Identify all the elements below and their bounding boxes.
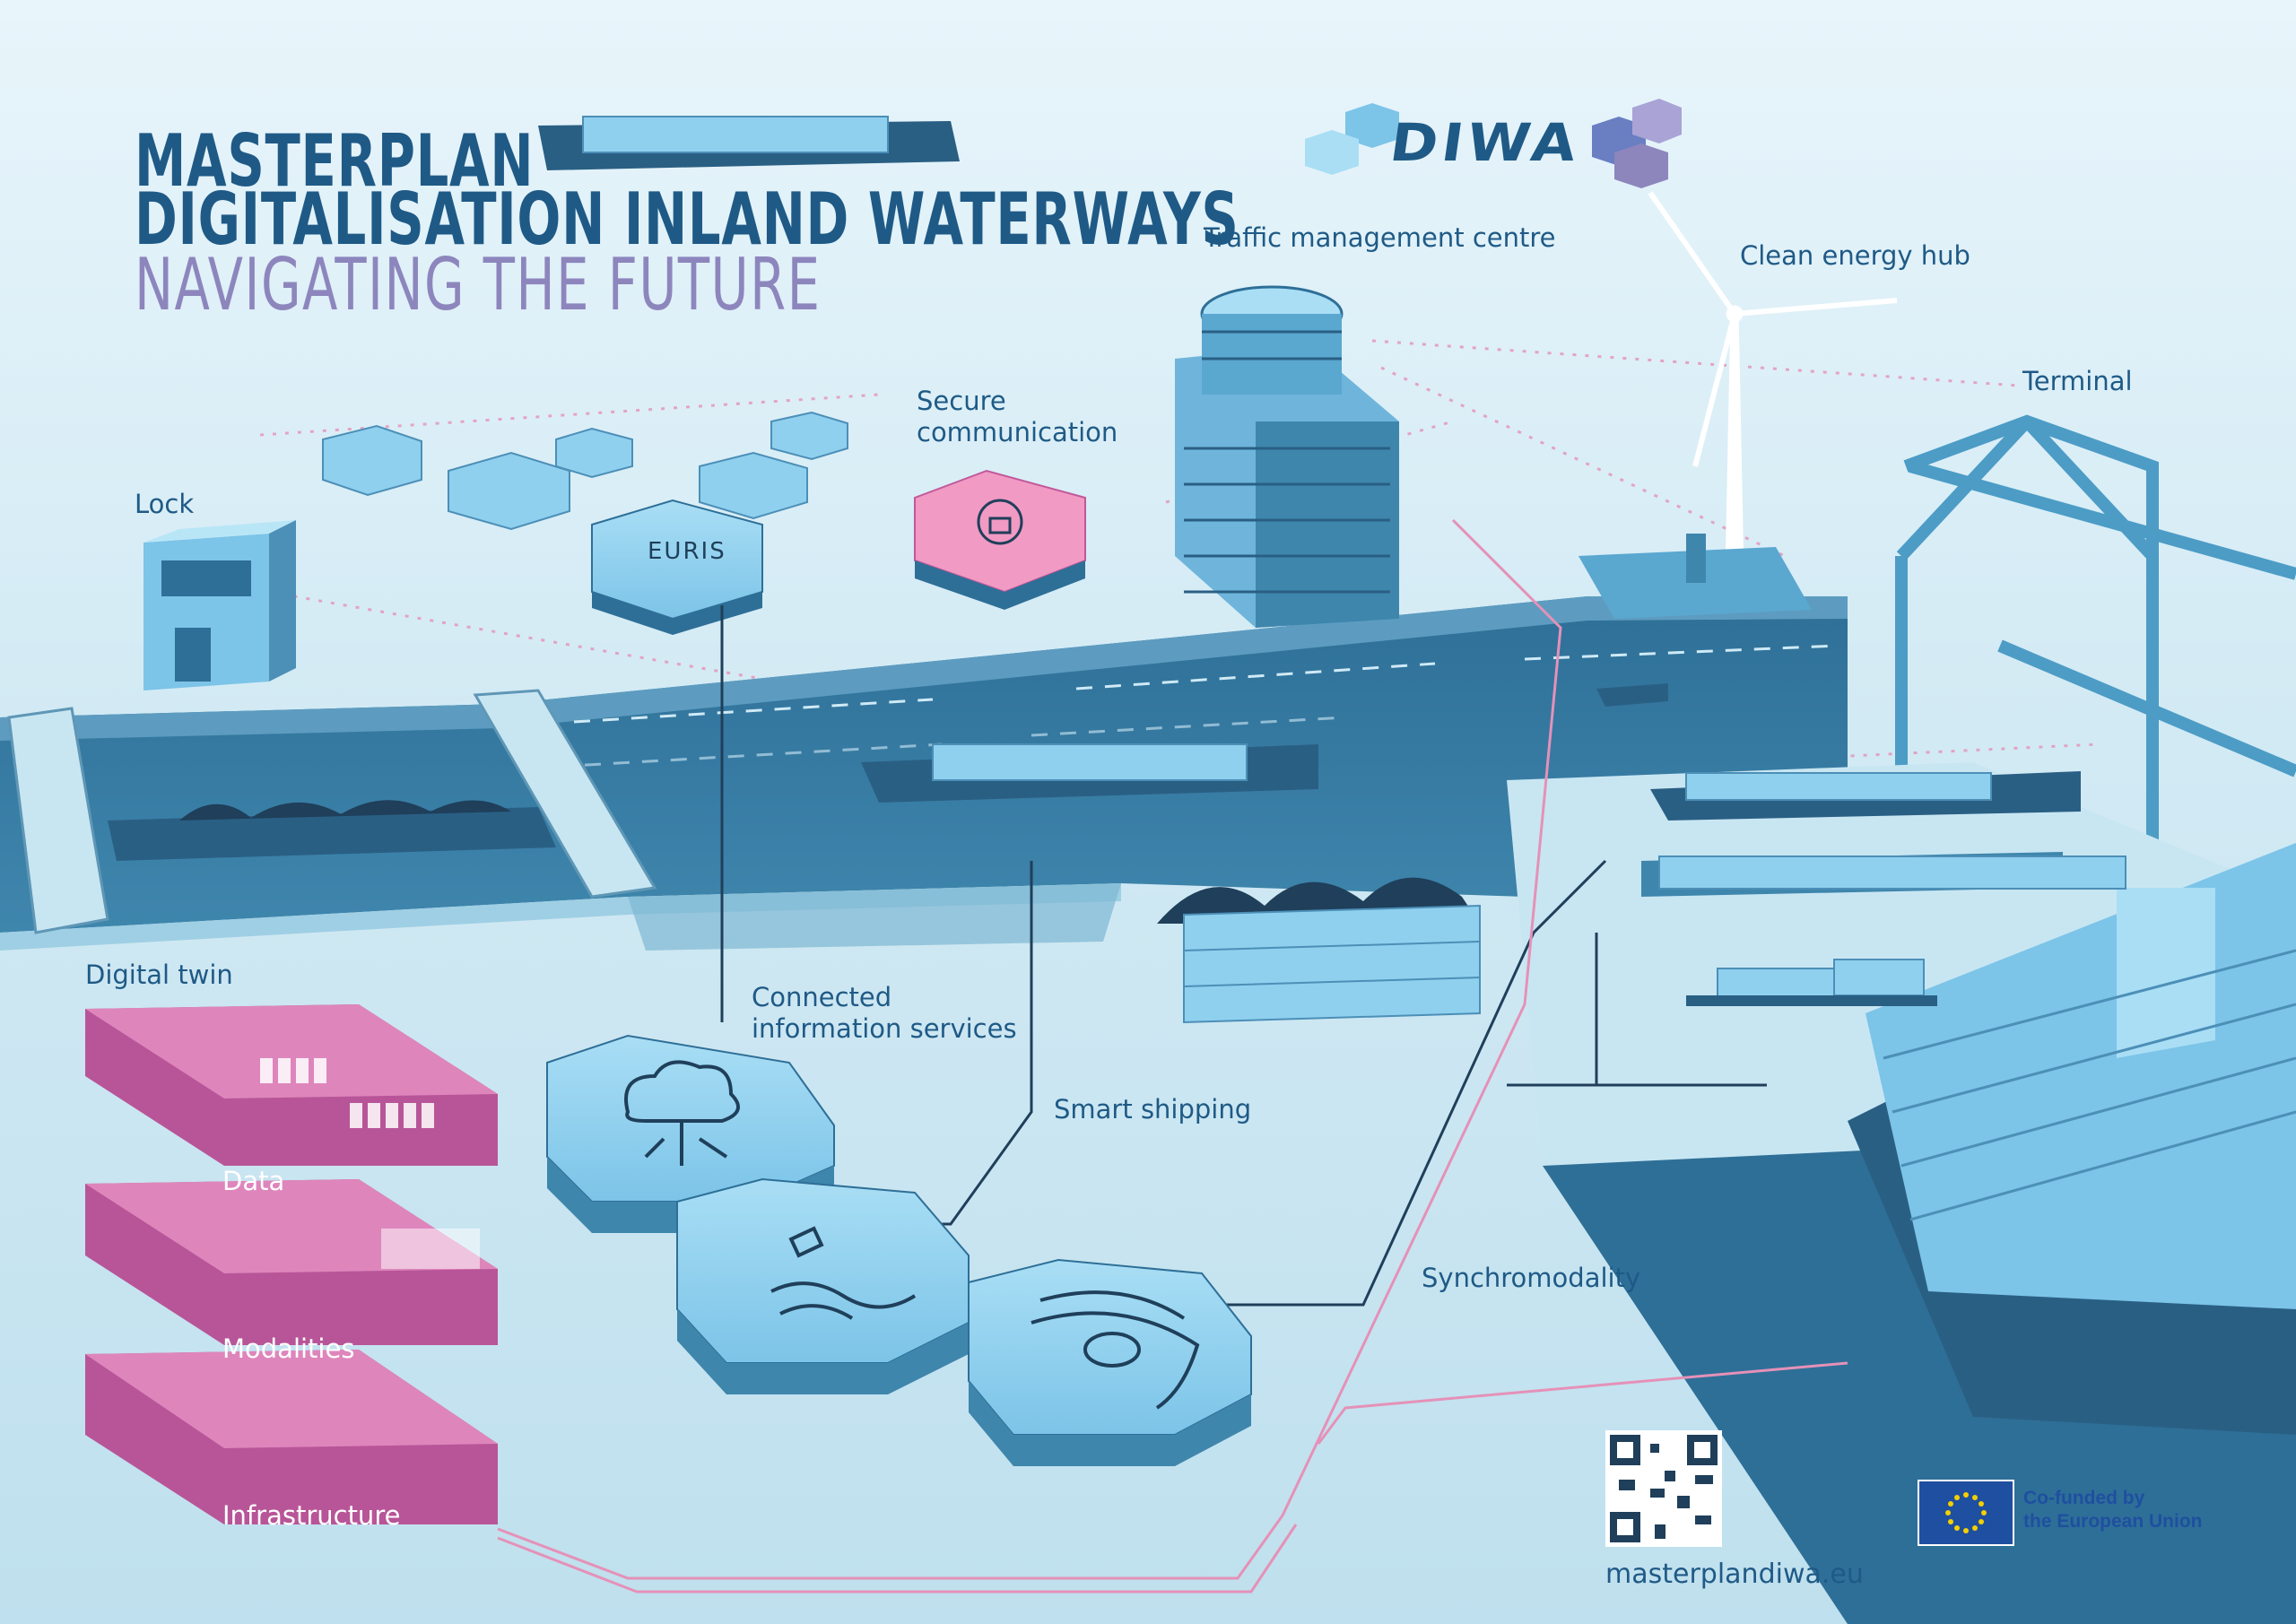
eu-funding-line-2: the European Union xyxy=(2023,1511,2203,1532)
layer-label-infrastructure: Infrastructure xyxy=(222,1500,401,1531)
synchromodality-rail-icon xyxy=(1031,1290,1200,1410)
label-secure-communication-2: communication xyxy=(917,417,1118,447)
container-ship xyxy=(1848,843,2296,1435)
eu-funding-line-1: Co-funded by xyxy=(2023,1488,2145,1508)
traffic-management-building xyxy=(1175,285,1399,628)
label-synchromodality: Synchromodality xyxy=(1422,1263,1641,1293)
label-terminal: Terminal xyxy=(2022,366,2133,396)
eu-funding-text: Co-funded by the European Union xyxy=(2023,1487,2203,1533)
info-tiles xyxy=(322,411,848,531)
pink-route-lines xyxy=(497,518,1848,1594)
label-lock: Lock xyxy=(135,489,195,519)
label-traffic-management-centre: Traffic management centre xyxy=(1204,222,1556,253)
eu-flag-icon xyxy=(1918,1480,2014,1546)
diwa-logo-hexes xyxy=(1305,99,1682,188)
label-digital-twin: Digital twin xyxy=(85,960,233,990)
service-hexes xyxy=(546,1034,1252,1466)
container-stockyard xyxy=(1157,877,1481,1024)
euris-tile xyxy=(591,499,763,635)
subtitle: NAVIGATING THE FUTURE xyxy=(135,243,822,326)
digital-twin-stack xyxy=(85,1004,498,1524)
lock-building xyxy=(144,520,296,690)
secure-communication-tile xyxy=(914,469,1086,610)
eu-funding-badge: Co-funded by the European Union xyxy=(1918,1480,2222,1546)
layer-label-modalities: Modalities xyxy=(222,1333,355,1364)
train-and-truck xyxy=(1658,855,2126,1006)
label-connected-information-1: Connected xyxy=(752,982,892,1012)
title-line-1: MASTERPLAN xyxy=(135,119,535,203)
cloud-network-icon xyxy=(624,1060,740,1166)
qr-code-icon xyxy=(1605,1430,1722,1547)
euris-label: EURIS xyxy=(648,538,726,565)
satellite-wave-icon xyxy=(770,1226,917,1320)
wind-turbine xyxy=(1578,191,1898,619)
website-link[interactable]: masterplandiwa.eu xyxy=(1605,1559,1864,1590)
label-smart-shipping: Smart shipping xyxy=(1054,1094,1252,1125)
layer-label-data: Data xyxy=(222,1166,285,1196)
label-connected-information-2: information services xyxy=(752,1013,1017,1044)
label-secure-communication-1: Secure xyxy=(917,386,1006,416)
diwa-logo: DIWA xyxy=(1386,112,1585,173)
label-clean-energy-hub: Clean energy hub xyxy=(1740,240,1970,271)
barges xyxy=(108,116,2081,861)
title-line-2: DIGITALISATION INLAND WATERWAYS xyxy=(135,178,1239,261)
lock-gates xyxy=(7,689,657,934)
